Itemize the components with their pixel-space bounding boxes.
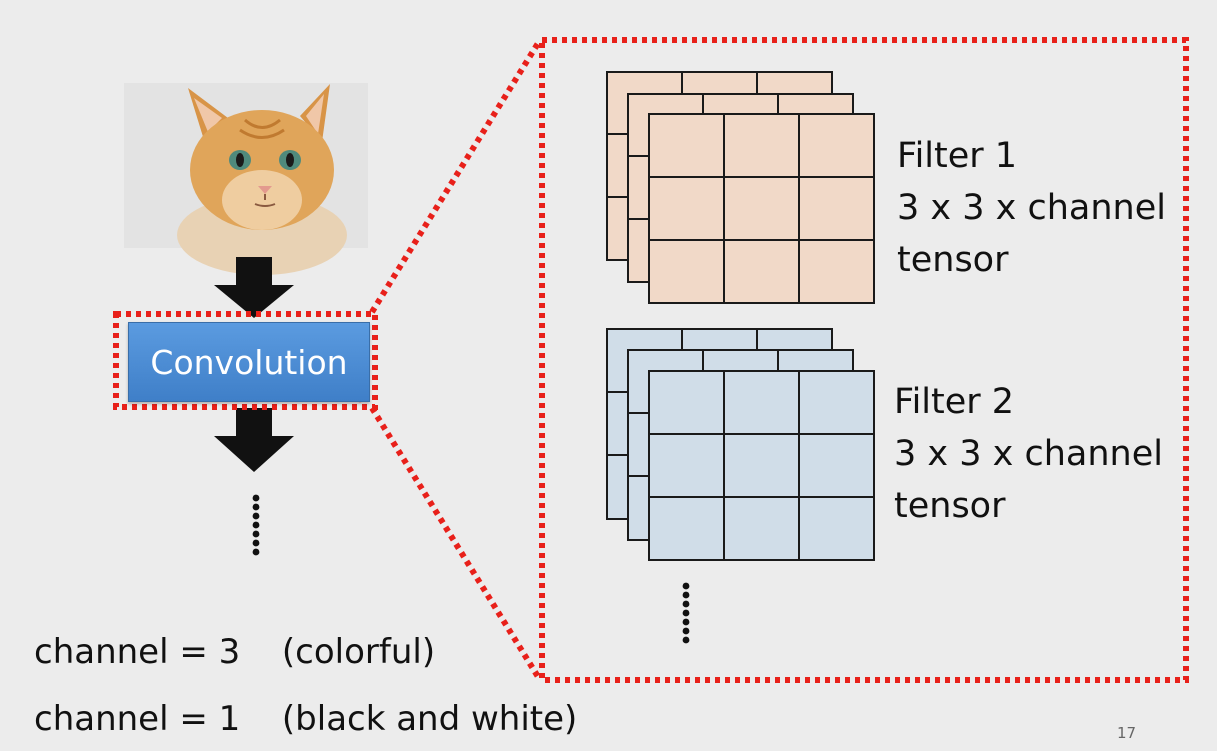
filter-1-size: 3 x 3 x channel	[897, 188, 1166, 228]
arrow-down-icon	[214, 257, 294, 318]
convolution-label: Convolution	[150, 342, 348, 382]
zoom-line-bottom	[369, 406, 543, 682]
ellipsis-dots-left	[252, 494, 260, 556]
channel-1-desc: (black and white)	[281, 699, 578, 739]
convolution-highlight	[113, 311, 378, 410]
channel-note-1: channel = 3 (colorful)	[34, 635, 435, 669]
convolution-box: Convolution	[128, 322, 370, 402]
ellipsis-dots-right	[682, 582, 690, 644]
filter-2-size: 3 x 3 x channel	[894, 434, 1163, 474]
channel-note-2: channel = 1 (black and white)	[34, 702, 577, 736]
channel-3-desc: (colorful)	[281, 632, 436, 672]
zoom-panel	[539, 37, 1189, 683]
filter-1-description: Filter 1 3 x 3 x channel tensor	[897, 130, 1166, 286]
channel-3-text: channel = 3	[34, 632, 241, 672]
filter-2-description: Filter 2 3 x 3 x channel tensor	[894, 376, 1163, 532]
arrow-down-icon	[214, 408, 294, 472]
filter-2-type: tensor	[894, 486, 1006, 526]
filter-1-title: Filter 1	[897, 136, 1018, 176]
channel-1-text: channel = 1	[34, 699, 241, 739]
filter-1-type: tensor	[897, 240, 1009, 280]
filter-2-title: Filter 2	[894, 382, 1015, 422]
page-number: 17	[1117, 724, 1137, 742]
cat-image	[124, 83, 368, 275]
filter-1-stack	[606, 71, 875, 304]
filter-2-stack	[606, 328, 875, 561]
zoom-line-top	[369, 38, 543, 314]
